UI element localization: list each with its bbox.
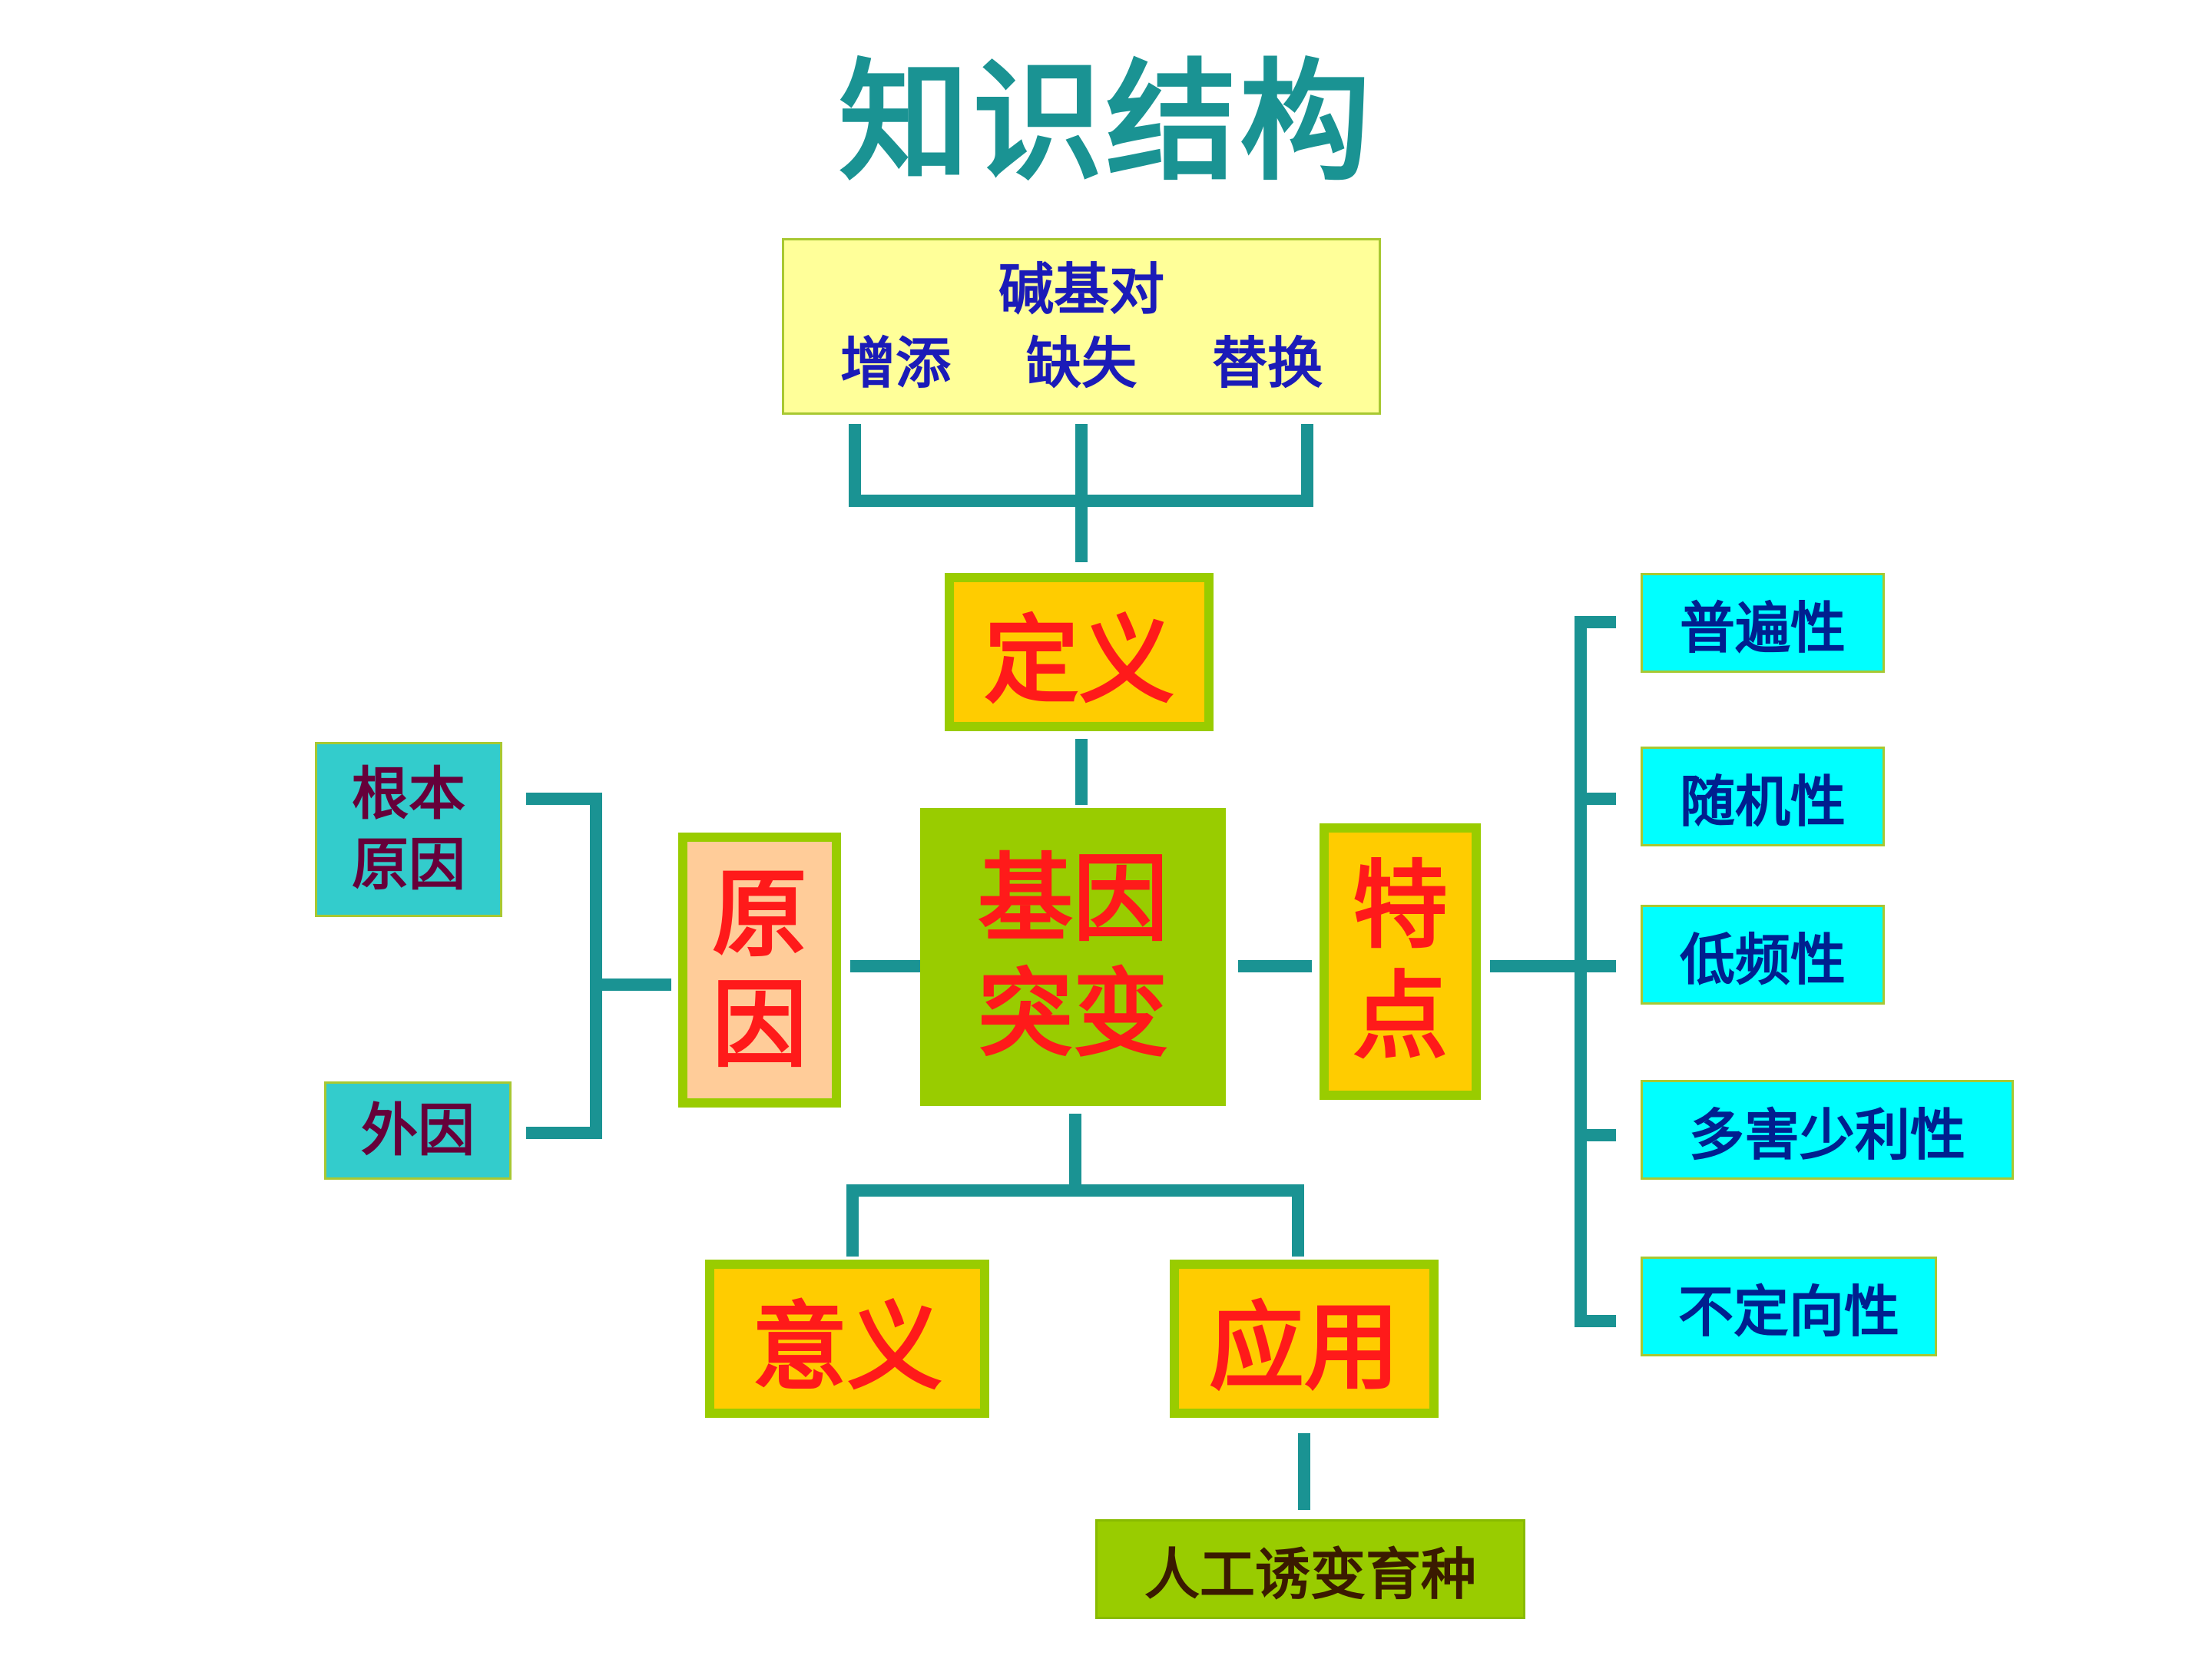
external-cause-label: 外因: [361, 1098, 475, 1164]
change-item-deletion: 缺失: [1025, 330, 1137, 396]
feature-item-label: 随机性: [1679, 768, 1846, 834]
feature-item-label: 不定向性: [1677, 1278, 1899, 1344]
application-label: 应用: [1208, 1292, 1399, 1403]
feature-item-universality: 普遍性: [1641, 573, 1885, 673]
base-pair-change-list: 增添 缺失 替换: [784, 326, 1379, 400]
significance-label: 意义: [751, 1292, 942, 1403]
feature-item-label: 低频性: [1679, 926, 1846, 992]
significance-box: 意义: [705, 1260, 989, 1418]
definition-box: 定义: [945, 573, 1214, 731]
features-label-line2: 点: [1352, 961, 1448, 1072]
external-cause-box: 外因: [324, 1081, 512, 1180]
root-cause-line2: 原因: [352, 832, 465, 898]
feature-item-label: 多害少利性: [1688, 1101, 1965, 1167]
center-label-line2: 突变: [977, 959, 1168, 1070]
page-title: 知识结构: [838, 47, 1373, 199]
root-cause-box: 根本 原因: [315, 742, 502, 917]
definition-label: 定义: [983, 605, 1174, 717]
features-box: 特 点: [1320, 823, 1481, 1100]
feature-item-mostly-harmful: 多害少利性: [1641, 1080, 2014, 1180]
application-example-label: 人工诱变育种: [1144, 1541, 1476, 1607]
center-label-line1: 基因: [977, 843, 1168, 955]
cause-box: 原 因: [678, 833, 841, 1108]
change-item-substitution: 替换: [1211, 330, 1323, 396]
features-label-line1: 特: [1352, 850, 1448, 962]
application-box: 应用: [1170, 1260, 1439, 1418]
cause-label-line2: 因: [711, 969, 807, 1081]
change-item-addition: 增添: [839, 330, 951, 396]
root-cause-line1: 根本: [352, 761, 465, 827]
feature-item-undirected: 不定向性: [1641, 1257, 1937, 1356]
base-pair-label: 碱基对: [998, 257, 1164, 322]
feature-item-randomness: 随机性: [1641, 747, 1885, 846]
cause-label-line1: 原: [711, 859, 807, 970]
gene-mutation-center-box: 基因 突变: [920, 808, 1226, 1106]
feature-item-low-frequency: 低频性: [1641, 905, 1885, 1005]
feature-item-label: 普遍性: [1679, 594, 1846, 661]
application-example-box: 人工诱变育种: [1095, 1519, 1525, 1619]
base-pair-changes-box: 碱基对 增添 缺失 替换: [782, 238, 1381, 415]
